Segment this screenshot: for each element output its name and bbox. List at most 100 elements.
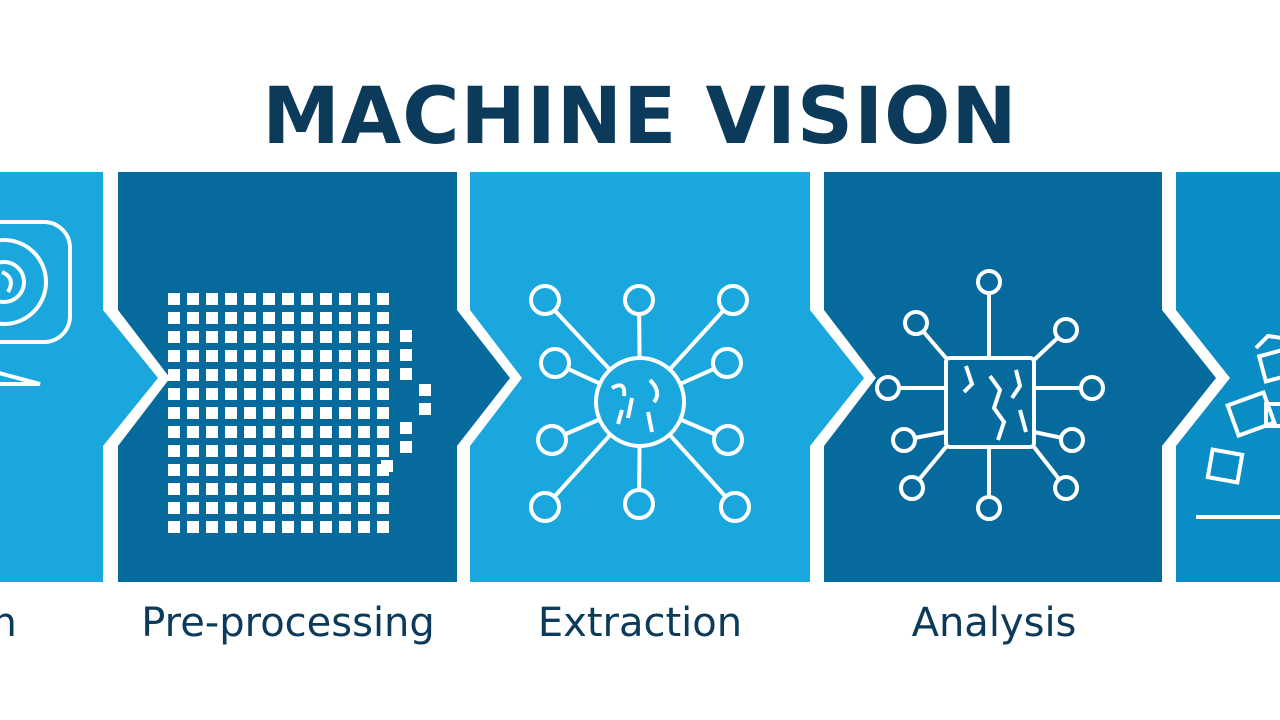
pixel	[206, 521, 218, 533]
pixel	[301, 331, 313, 343]
pixel	[187, 312, 199, 324]
step-label-analysis: Analysis	[911, 600, 1077, 646]
pixel	[263, 502, 275, 514]
pixel	[168, 388, 180, 400]
pixel	[377, 312, 389, 324]
pixel	[168, 483, 180, 495]
pixel	[263, 426, 275, 438]
pixel	[282, 426, 294, 438]
pixel	[320, 521, 332, 533]
pixel	[225, 521, 237, 533]
pixel	[282, 502, 294, 514]
pixel	[244, 350, 256, 362]
pixel	[225, 426, 237, 438]
scattered-blocks-icon	[1196, 333, 1280, 519]
pixel	[168, 331, 180, 343]
pixel	[339, 464, 351, 476]
step-panel-acquisition	[0, 172, 158, 582]
pixel	[282, 521, 294, 533]
pixel	[339, 445, 351, 457]
step-label-acquisition: on	[0, 600, 17, 646]
pixel	[187, 293, 199, 305]
pixel	[301, 369, 313, 381]
pixel	[244, 502, 256, 514]
pixel	[187, 445, 199, 457]
pixel	[301, 426, 313, 438]
pixel	[358, 426, 370, 438]
pixel	[187, 483, 199, 495]
pixel	[244, 293, 256, 305]
pixel	[358, 350, 370, 362]
pixel	[225, 331, 237, 343]
pixel	[282, 312, 294, 324]
pixel	[339, 407, 351, 419]
pixel	[320, 312, 332, 324]
pixel	[168, 312, 180, 324]
pixel	[244, 312, 256, 324]
pixel	[244, 388, 256, 400]
pixel	[377, 350, 389, 362]
pixel	[400, 422, 412, 434]
pixel	[400, 349, 412, 361]
pixel	[358, 407, 370, 419]
pixel	[358, 521, 370, 533]
pixel	[225, 293, 237, 305]
pixel	[377, 483, 389, 495]
pixel	[301, 445, 313, 457]
pixel	[168, 293, 180, 305]
pixel	[358, 369, 370, 381]
pixel	[377, 426, 389, 438]
pixel	[320, 407, 332, 419]
pixel	[168, 407, 180, 419]
pixel	[320, 293, 332, 305]
pixel	[282, 483, 294, 495]
pixel	[377, 521, 389, 533]
pixel	[377, 388, 389, 400]
pixel	[339, 350, 351, 362]
pixel	[206, 293, 218, 305]
pixel	[187, 369, 199, 381]
pixel	[282, 464, 294, 476]
pixel	[339, 521, 351, 533]
pixel	[358, 331, 370, 343]
pixel	[282, 331, 294, 343]
pixel	[168, 445, 180, 457]
pixel	[187, 426, 199, 438]
diagram-title: MACHINE VISION	[262, 72, 1018, 162]
pixel	[187, 388, 199, 400]
pixel	[225, 312, 237, 324]
pixel	[263, 350, 275, 362]
pixel	[358, 502, 370, 514]
pixel	[400, 441, 412, 453]
pixel	[206, 502, 218, 514]
pixel	[244, 407, 256, 419]
pixel	[419, 403, 431, 415]
pixel	[301, 293, 313, 305]
pixel	[244, 426, 256, 438]
step-panel-preprocessing	[118, 172, 510, 582]
pixel	[381, 460, 393, 472]
pixel	[187, 407, 199, 419]
pixel	[282, 388, 294, 400]
pixel	[301, 502, 313, 514]
step-panel-analysis	[824, 172, 1216, 582]
pixel	[282, 445, 294, 457]
pixel	[320, 483, 332, 495]
pixel	[377, 502, 389, 514]
pixel	[339, 369, 351, 381]
pixel	[263, 369, 275, 381]
pixel	[225, 369, 237, 381]
pixel	[377, 331, 389, 343]
pixel	[244, 464, 256, 476]
pixel-grid-icon	[168, 293, 431, 533]
pixel	[168, 350, 180, 362]
pixel	[400, 330, 412, 342]
pixel	[244, 521, 256, 533]
pixel	[244, 331, 256, 343]
pixel	[339, 426, 351, 438]
pixel	[168, 426, 180, 438]
pixel	[206, 369, 218, 381]
pixel	[339, 312, 351, 324]
pixel	[377, 445, 389, 457]
